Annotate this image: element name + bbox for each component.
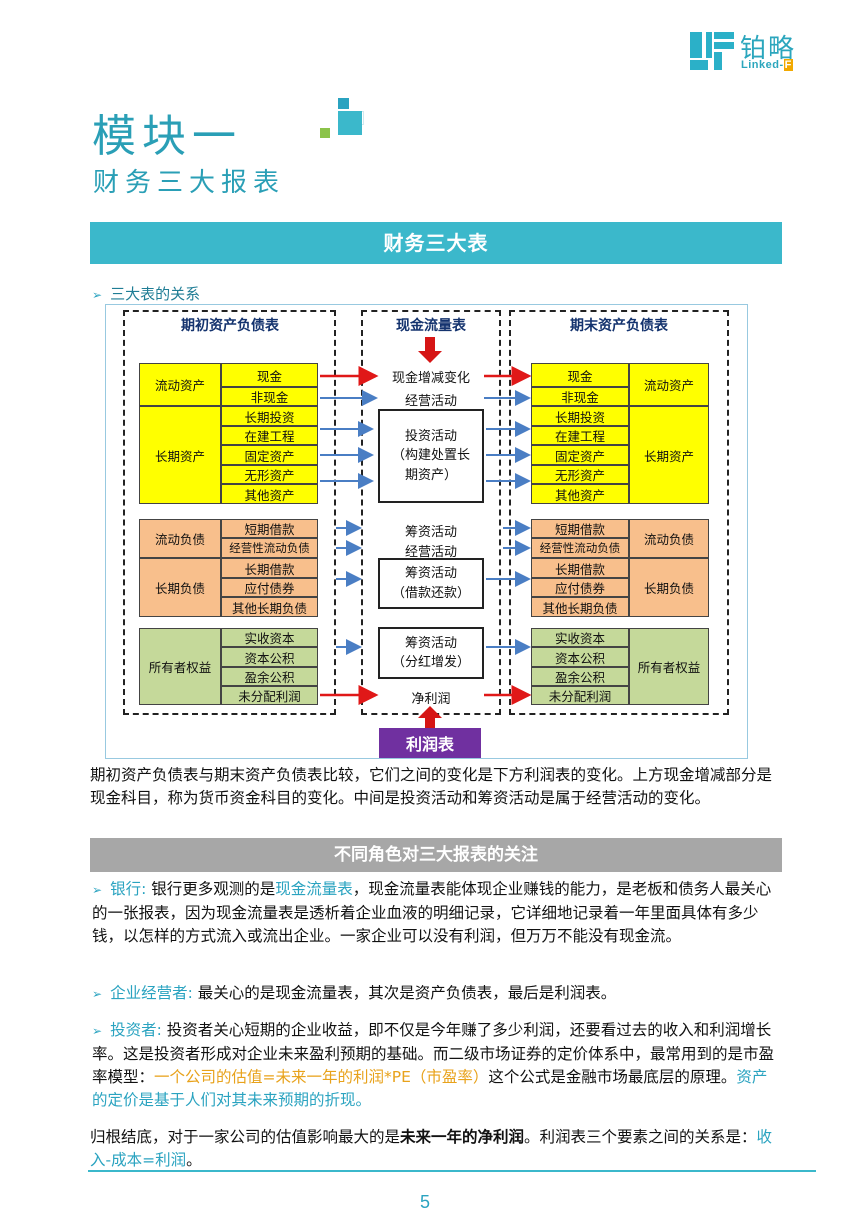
right-long-item: 在建工程 <box>531 426 629 445</box>
left-equity-item: 资本公积 <box>221 647 318 667</box>
mid-net-profit: 净利润 <box>411 692 451 707</box>
right-long-item: 其他资产 <box>531 484 629 504</box>
decor-square-icon <box>320 128 330 138</box>
page-subtitle: 财务三大报表 <box>93 168 286 198</box>
right-long-assets: 长期资产 <box>629 406 709 504</box>
right-current-assets: 流动资产 <box>629 363 709 406</box>
triangle-bullet-icon: ➢ <box>92 1024 103 1038</box>
left-current-liab: 流动负债 <box>139 519 221 558</box>
decor-square-icon <box>338 98 349 109</box>
brand-logo: 铂略 Linked-F <box>690 30 820 76</box>
left-noncash: 非现金 <box>221 387 318 406</box>
triangle-bullet-icon: ➢ <box>92 987 103 1001</box>
left-long-liab-item: 其他长期负债 <box>221 597 318 617</box>
right-equity-item: 实收资本 <box>531 628 629 647</box>
mid-cash-change: 现金增减变化 <box>391 371 470 386</box>
mid-investing-box: 投资活动（构建处置长期资产） <box>378 409 484 503</box>
mid-operating: 经营活动 <box>404 394 457 409</box>
income-statement-label: 利润表 <box>379 728 481 758</box>
conclusion: 归根结底，对于一家公司的估值影响最大的是未来一年的净利润。利润表三个要素之间的关… <box>90 1128 773 1169</box>
right-long-liab: 长期负债 <box>629 558 709 617</box>
footer-divider <box>88 1170 816 1172</box>
role-operator: ➢企业经营者: 最关心的是现金流量表，其次是资产负债表，最后是利润表。 <box>92 982 780 1006</box>
decor-square-icon <box>338 111 362 135</box>
cash-down-arrow-icon <box>418 337 442 363</box>
logo-en-text: Linked-F <box>741 59 793 71</box>
right-cash: 现金 <box>531 363 629 387</box>
left-long-item: 长期投资 <box>221 406 318 426</box>
left-long-liab: 长期负债 <box>139 558 221 617</box>
caption-closing-balance: 期末资产负债表 <box>570 318 668 334</box>
left-long-liab-item: 长期借款 <box>221 558 318 578</box>
right-long-liab-item: 长期借款 <box>531 558 629 578</box>
mid-financing-box-dividend: 筹资活动（分红增发） <box>378 627 484 679</box>
flow-arrows <box>320 337 532 728</box>
right-long-item: 无形资产 <box>531 465 629 484</box>
bullet-three-tables: ➢三大表的关系 <box>92 285 201 303</box>
mid-financing: 筹资活动 <box>404 525 457 540</box>
right-equity-item: 资本公积 <box>531 647 629 667</box>
right-equity-item: 盈余公积 <box>531 667 629 686</box>
left-equity: 所有者权益 <box>139 628 221 705</box>
mid-financing-box-loan: 筹资活动（借款还款） <box>378 558 484 609</box>
left-long-item: 无形资产 <box>221 465 318 484</box>
right-current-liab-item: 经营性流动负债 <box>531 538 629 558</box>
closing-balance-frame <box>509 310 729 715</box>
left-equity-item: 未分配利润 <box>221 686 318 705</box>
left-long-item: 在建工程 <box>221 426 318 445</box>
section-heading-statements: 财务三大表 <box>90 222 782 264</box>
role-investor: ➢投资者: 投资者关心短期的企业收益，即不仅是今年赚了多少利润，还要看过去的收入… <box>92 1021 775 1109</box>
triangle-bullet-icon: ➢ <box>92 883 103 897</box>
logo-mark-icon <box>690 32 734 72</box>
mid-operating-2: 经营活动 <box>404 545 457 560</box>
page-title: 模块一 <box>92 111 242 162</box>
caption-cashflow: 现金流量表 <box>396 318 466 334</box>
left-long-item: 固定资产 <box>221 445 318 465</box>
section-heading-roles: 不同角色对三大报表的关注 <box>90 838 782 872</box>
caption-opening-balance: 期初资产负债表 <box>181 318 279 334</box>
role-bank: ➢银行: 银行更多观测的是现金流量表，现金流量表能体现企业赚钱的能力，是老板和债… <box>92 880 772 945</box>
left-current-liab-item: 短期借款 <box>221 519 318 538</box>
diagram-explanation: 期初资产负债表与期末资产负债表比较，它们之间的变化是下方利润表的变化。上方现金增… <box>90 766 773 807</box>
profit-up-arrow-icon <box>418 706 442 728</box>
left-equity-item: 盈余公积 <box>221 667 318 686</box>
right-long-item: 长期投资 <box>531 406 629 426</box>
left-long-assets: 长期资产 <box>139 406 221 504</box>
triangle-bullet-icon: ➢ <box>92 288 103 302</box>
right-current-liab-item: 短期借款 <box>531 519 629 538</box>
left-long-item: 其他资产 <box>221 484 318 504</box>
statements-diagram: 期初资产负债表 现金流量表 期末资产负债表 流动资产 现金 非现金 长期资产 长… <box>105 304 748 759</box>
right-equity-item: 未分配利润 <box>531 686 629 705</box>
right-current-liab: 流动负债 <box>629 519 709 558</box>
left-equity-item: 实收资本 <box>221 628 318 647</box>
right-equity: 所有者权益 <box>629 628 709 705</box>
right-long-liab-item: 其他长期负债 <box>531 597 629 617</box>
left-long-liab-item: 应付债券 <box>221 578 318 597</box>
opening-balance-frame <box>123 310 336 715</box>
right-noncash: 非现金 <box>531 387 629 406</box>
page-number: 5 <box>419 1192 430 1212</box>
right-long-item: 固定资产 <box>531 445 629 465</box>
right-long-liab-item: 应付债券 <box>531 578 629 597</box>
left-cash: 现金 <box>221 363 318 387</box>
left-current-liab-item: 经营性流动负债 <box>221 538 318 558</box>
left-current-assets: 流动资产 <box>139 363 221 406</box>
